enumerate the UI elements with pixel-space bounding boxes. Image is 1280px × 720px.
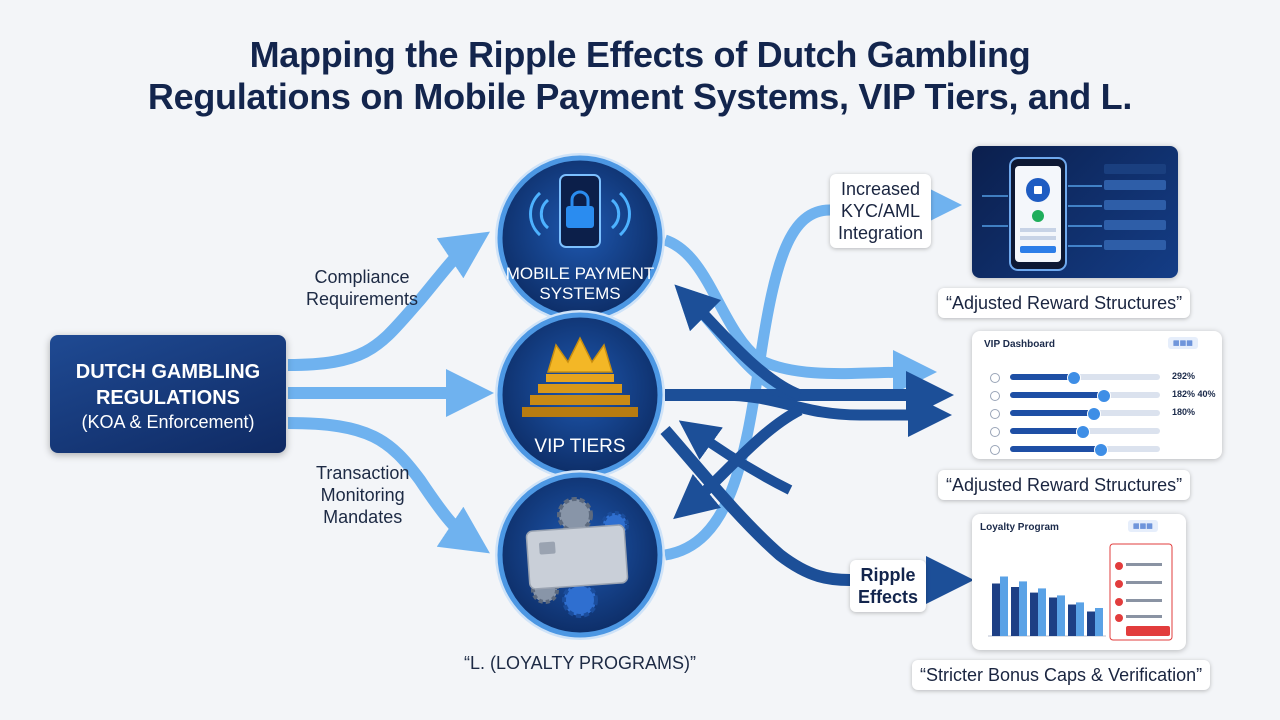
- loyalty-card-button[interactable]: ▦▦▦: [1128, 520, 1158, 532]
- node-mobile-label: MOBILE PAYMENT SYSTEMS: [505, 264, 655, 303]
- vip-progress-fill: [1010, 392, 1103, 398]
- label-transaction: Transaction Monitoring Mandates: [316, 463, 410, 527]
- arrow-kyc-integration: [663, 183, 962, 561]
- crown-icon: [546, 336, 614, 373]
- loyalty-bar-dark: [1049, 597, 1057, 636]
- node-vip-tiers: [495, 310, 665, 480]
- outcome-label-top: “Adjusted Reward Structures”: [938, 288, 1191, 318]
- loyalty-bar-light: [1076, 602, 1084, 636]
- loyalty-bar-light: [1000, 576, 1008, 636]
- arrow-vip-to-ripple: [660, 426, 851, 586]
- vip-progress-knob[interactable]: [1086, 407, 1101, 421]
- loyalty-bar-light: [1019, 581, 1027, 636]
- vip-progress-track: [1010, 407, 1160, 421]
- vip-progress-row: [990, 443, 1160, 457]
- vip-card-button[interactable]: ▦▦▦: [1168, 337, 1198, 349]
- loyalty-card-title: Loyalty Program: [980, 522, 1059, 533]
- vip-progress-row: [990, 389, 1160, 403]
- arrow-dark-into-mobile: [674, 284, 803, 401]
- outcome-label-middle: “Adjusted Reward Structures”: [938, 470, 1191, 500]
- vip-progress-knob[interactable]: [1097, 389, 1111, 403]
- vip-row-marker: [990, 409, 1000, 419]
- arrow-source-to-loyalty: [287, 417, 490, 554]
- outcome-card-loyalty: Loyalty Program ▦▦▦: [972, 514, 1186, 650]
- vip-value-2: 182% 40%: [1172, 389, 1216, 399]
- arrow-right-into-vip: [678, 420, 793, 495]
- loyalty-bar-dark: [1068, 604, 1076, 636]
- vip-progress-track: [1010, 389, 1160, 403]
- loyalty-bar-light: [1057, 595, 1065, 636]
- vip-card-title: VIP Dashboard: [984, 339, 1055, 350]
- loyalty-bar-dark: [992, 583, 1000, 636]
- loyalty-bar-dark: [1030, 592, 1038, 636]
- phone-security-illustration: [982, 157, 1166, 271]
- node-loyalty-programs: [495, 470, 665, 640]
- gear-icon: [557, 497, 593, 533]
- loyalty-bar-chart: [988, 543, 1173, 641]
- vip-row-marker: [990, 445, 1000, 455]
- vip-progress-knob[interactable]: [1076, 425, 1090, 439]
- vip-progress-fill: [1010, 446, 1100, 452]
- vip-progress-fill: [1010, 428, 1082, 434]
- label-kyc: Increased KYC/AML Integration: [830, 174, 932, 248]
- node-vip-label: VIP TIERS: [534, 436, 626, 457]
- vip-progress-knob[interactable]: [1067, 371, 1081, 385]
- label-compliance: Compliance Requirements: [306, 267, 419, 309]
- vip-progress-track: [1010, 425, 1160, 439]
- vip-value-3: 180%: [1172, 407, 1196, 417]
- arrow-source-to-mobile: [287, 231, 490, 371]
- loyalty-bar-light: [1095, 608, 1103, 636]
- vip-progress-row: [990, 425, 1160, 439]
- loyalty-bar-dark: [1011, 587, 1019, 636]
- source-dutch-regulations: DUTCH GAMBLING REGULATIONS (KOA & Enforc…: [50, 335, 286, 453]
- vip-progress-fill: [1010, 410, 1093, 416]
- vip-progress-row: [990, 407, 1160, 421]
- label-ripple: Ripple Effects: [850, 560, 927, 612]
- source-line-3: (KOA & Enforcement): [81, 412, 255, 432]
- loyalty-bar-light: [1038, 588, 1046, 636]
- loyalty-bar-dark: [1087, 611, 1095, 636]
- arrow-dark-into-loyalty: [673, 405, 803, 520]
- card-icon: [525, 524, 629, 590]
- vip-progress-track: [1010, 371, 1160, 385]
- node-loyalty-label: “L. (LOYALTY PROGRAMS)”: [463, 653, 697, 673]
- arrow-vip-to-outcome-2: [719, 389, 952, 437]
- source-line-1: DUTCH GAMBLING: [75, 361, 261, 383]
- vip-row-marker: [990, 373, 1000, 383]
- vip-row-marker: [990, 427, 1000, 437]
- page-title: Mapping the Ripple Effects of Dutch Gamb…: [147, 34, 1133, 117]
- vip-row-marker: [990, 391, 1000, 401]
- outcome-card-kyc: [972, 146, 1178, 278]
- source-line-2: REGULATIONS: [95, 387, 241, 409]
- vip-progress-knob[interactable]: [1094, 443, 1108, 457]
- vip-value-1: 292%: [1172, 371, 1196, 381]
- vip-progress-track: [1010, 443, 1160, 457]
- outcome-label-bottom: “Stricter Bonus Caps & Verification”: [912, 660, 1211, 690]
- outcome-card-vip-dashboard: VIP Dashboard ▦▦▦ 292% 182% 40% 180%: [972, 331, 1222, 459]
- vip-progress-fill: [1010, 374, 1073, 380]
- vip-progress-row: [990, 371, 1160, 385]
